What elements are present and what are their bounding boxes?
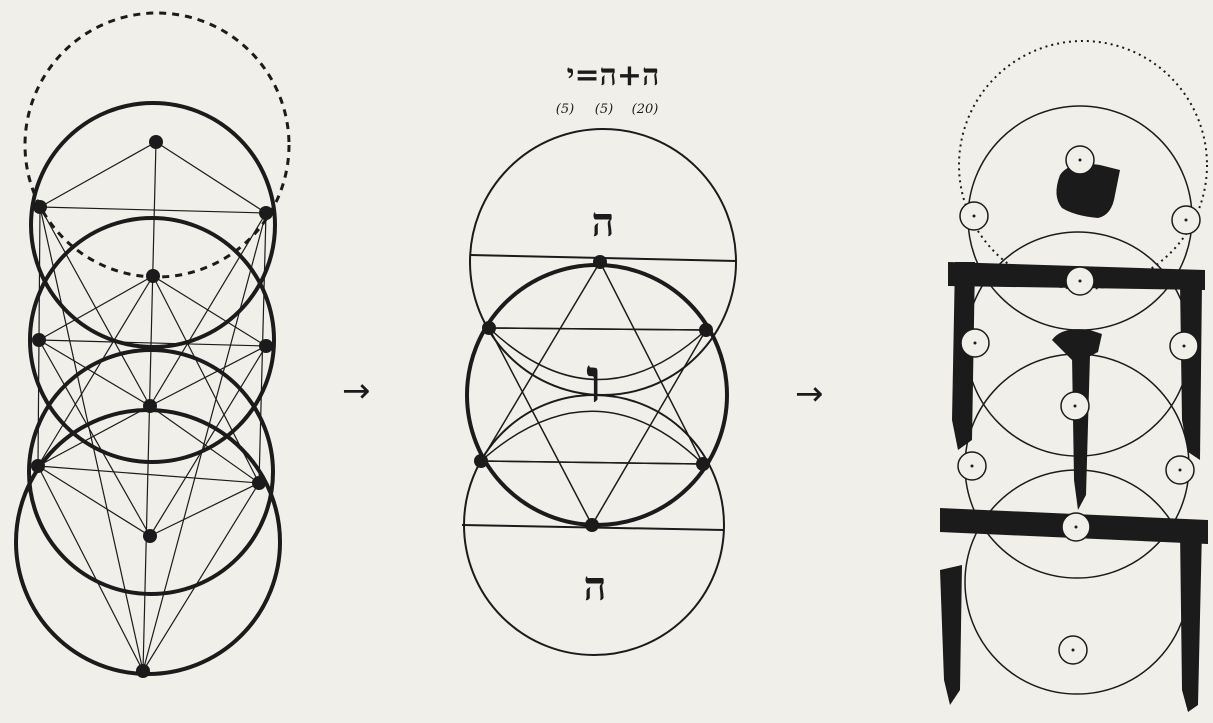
middle-letter-top: ה (591, 199, 614, 246)
right-ring-centers (970, 158, 1188, 652)
left-dashed-circle (23, 11, 291, 279)
left-circle-1 (29, 101, 277, 349)
middle-triangle-up (479, 260, 705, 465)
middle-inner-arc-lower (480, 410, 704, 465)
middle-letter-bottom: ה (583, 563, 606, 610)
equation-value-3: (20) (632, 102, 659, 117)
middle-inner-arc-upper (488, 327, 707, 381)
equation-value-2: (5) (595, 102, 613, 117)
arrow-1: → (342, 371, 371, 411)
left-circle-2 (28, 216, 276, 464)
right-figure (940, 40, 1208, 712)
right-ring-nodes (957, 145, 1201, 665)
middle-letter-center: ו (586, 344, 602, 417)
right-letter-strokes (940, 163, 1208, 712)
middle-triangle-down (487, 327, 708, 527)
left-nodes (31, 135, 273, 678)
middle-nodes (474, 255, 713, 532)
right-dotted-circle (958, 40, 1208, 290)
arrow-2: → (795, 374, 824, 414)
equation-letters: ה+ה=י (567, 58, 660, 93)
left-figure (14, 11, 291, 678)
middle-figure (461, 128, 737, 656)
equation-value-1: (5) (556, 102, 574, 117)
